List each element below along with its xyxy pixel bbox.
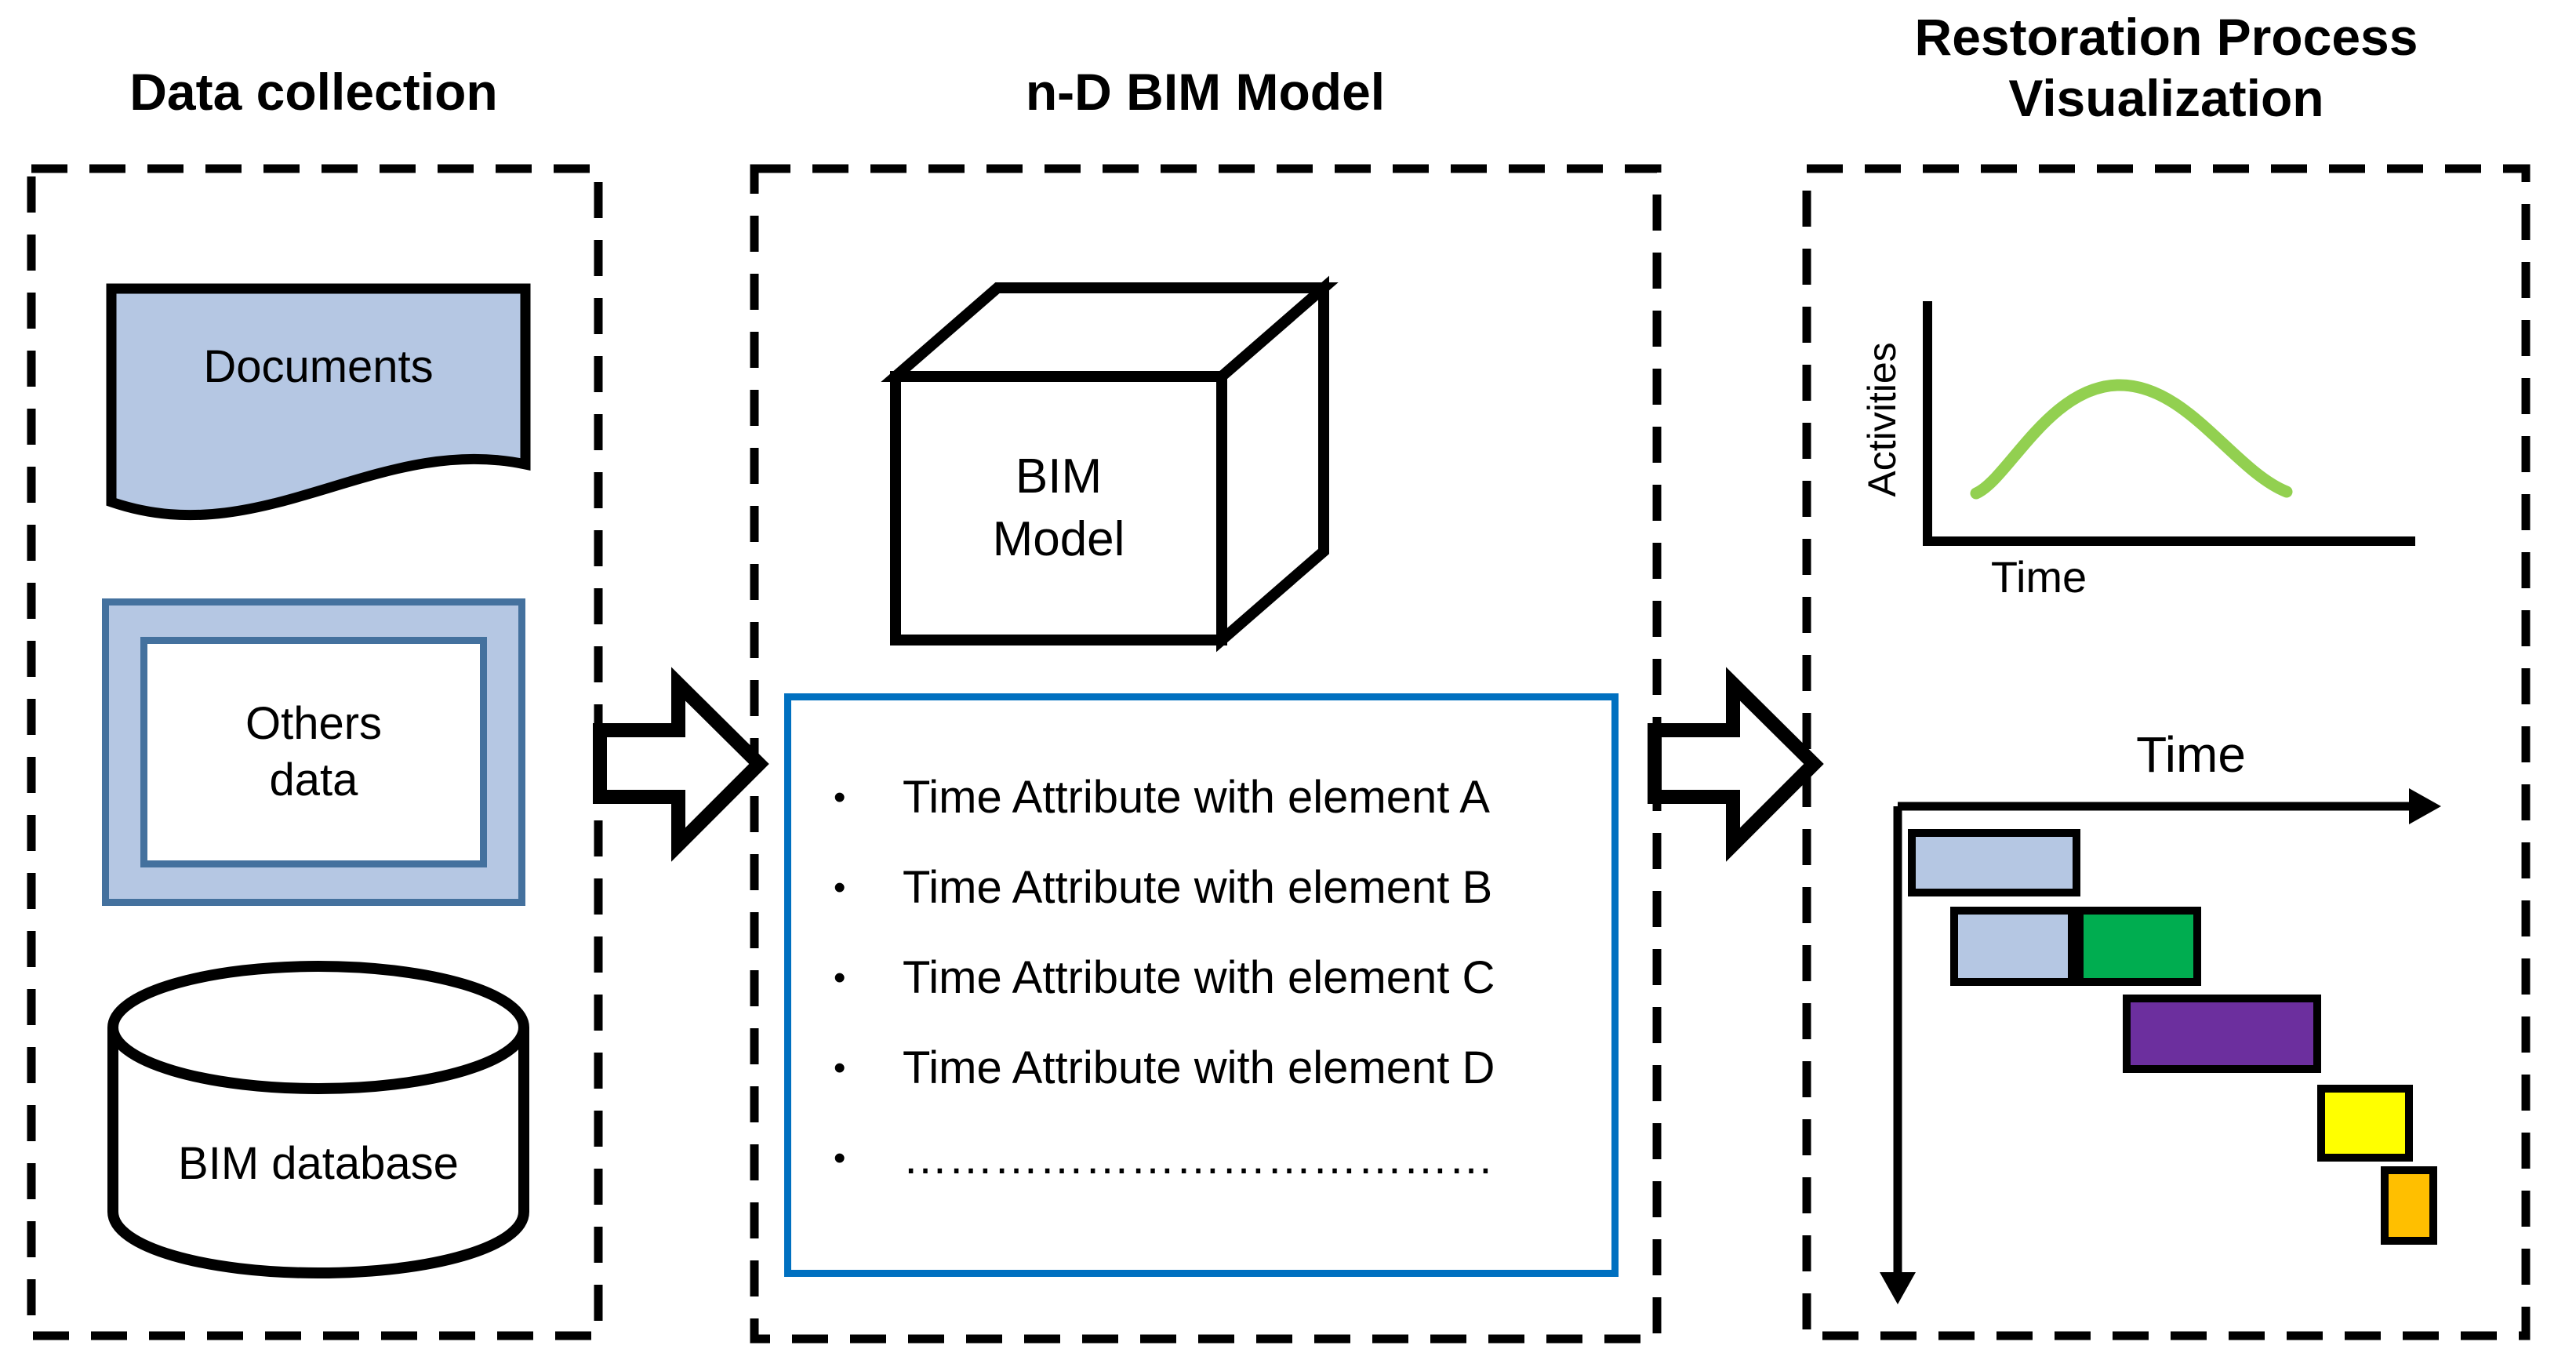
list-item: • Time Attribute with element C [834,933,1604,1023]
others-data-label: Others data [245,698,383,806]
list-item: • Time Attribute with element D [834,1023,1604,1113]
list-item: • ………………………………… [834,1113,1604,1203]
flow-arrow-1-icon [593,667,769,862]
documents-shape [106,283,531,521]
bim-cube-label: BIM Model [992,449,1125,566]
bim-database-label: BIM database [178,1138,459,1189]
time-attribute-list-box: • Time Attribute with element A • Time A… [784,693,1619,1277]
bullet-icon: • [834,867,846,907]
bullet-icon: • [834,1048,846,1087]
database-cylinder-body [107,1027,529,1279]
bim-cube-front-face [890,371,1227,645]
list-item: • Time Attribute with element A [834,752,1604,842]
gantt-bar-task-5 [2381,1166,2437,1245]
time-attribute-list: • Time Attribute with element A • Time A… [791,700,1611,1203]
list-item-label: Time Attribute with element C [903,952,1495,1003]
gantt-bar-task-4 [2317,1085,2413,1162]
list-item: • Time Attribute with element B [834,842,1604,933]
gantt-activity-axis-arrowhead-icon [1880,1272,1916,1304]
database-cylinder-top [107,961,529,1094]
gantt-bar-task-3 [2123,995,2321,1073]
bullet-icon: • [834,777,846,816]
visualization-title: Restoration Process Visualization [1914,8,2418,127]
list-item-label: ………………………………… [903,1133,1494,1184]
bim-model-title: n-D BIM Model [1025,63,1386,121]
gantt-time-axis-arrowhead-icon [2409,788,2441,824]
activity-chart-axes [1923,301,2415,546]
gantt-time-axis-label: Time [2136,726,2246,783]
bullet-icon: • [834,1138,846,1177]
bullet-icon: • [834,958,846,997]
documents-label: Documents [203,341,434,392]
gantt-bar-task-2a [1950,907,2076,986]
flow-arrow-2-icon [1648,667,1824,862]
list-item-label: Time Attribute with element D [903,1042,1495,1093]
visualization-panel-border [1802,164,2531,1340]
gantt-bar-task-1 [1908,829,2080,896]
activity-chart-x-axis-label: Time [1990,552,2087,602]
list-item-label: Time Attribute with element B [903,862,1493,913]
activity-curve [1970,379,2293,500]
others-data-box: Others data [102,598,525,906]
data-collection-title: Data collection [129,63,498,121]
list-item-label: Time Attribute with element A [903,772,1490,823]
gantt-bar-task-2b [2076,907,2201,986]
others-data-inner-box: Others data [140,637,487,867]
